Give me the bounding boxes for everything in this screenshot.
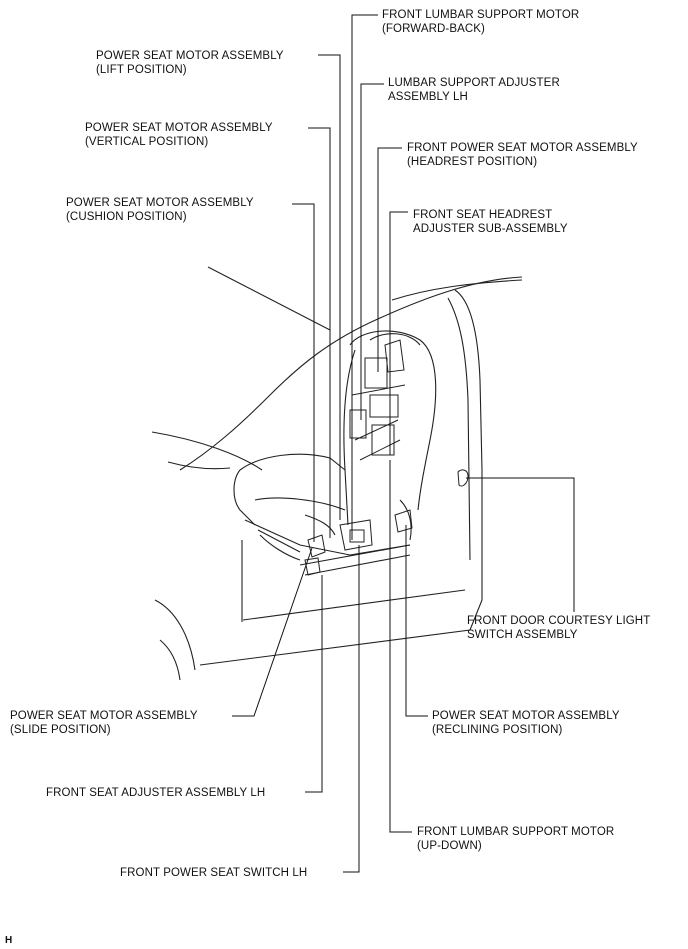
label-seat-adjuster: FRONT SEAT ADJUSTER ASSEMBLY LH (46, 787, 266, 799)
label-lumbar-adjuster: LUMBAR SUPPORT ADJUSTER ASSEMBLY LH (388, 77, 560, 103)
label-vertical-motor: POWER SEAT MOTOR ASSEMBLY (VERTICAL POSI… (85, 122, 273, 148)
leader-lines (232, 14, 575, 873)
seat-frame-mechanism (304, 339, 469, 576)
vehicle-body (151, 266, 523, 681)
label-slide-motor: POWER SEAT MOTOR ASSEMBLY (SLIDE POSITIO… (10, 710, 198, 736)
label-cushion-motor: POWER SEAT MOTOR ASSEMBLY (CUSHION POSIT… (66, 197, 254, 223)
label-lumbar-forward-back-motor: FRONT LUMBAR SUPPORT MOTOR (FORWARD-BACK… (382, 9, 580, 35)
label-lumbar-up-down-motor: FRONT LUMBAR SUPPORT MOTOR (UP-DOWN) (417, 826, 615, 852)
label-lift-motor: POWER SEAT MOTOR ASSEMBLY (LIFT POSITION… (96, 50, 284, 76)
corner-mark: H (5, 935, 13, 946)
label-door-courtesy-switch: FRONT DOOR COURTESY LIGHT SWITCH ASSEMBL… (467, 615, 651, 641)
seat-outline (233, 330, 437, 576)
label-power-seat-switch: FRONT POWER SEAT SWITCH LH (120, 867, 308, 879)
label-headrest-motor: FRONT POWER SEAT MOTOR ASSEMBLY (HEADRES… (407, 142, 638, 168)
label-headrest-adjuster: FRONT SEAT HEADREST ADJUSTER SUB-ASSEMBL… (413, 209, 568, 235)
label-reclining-motor: POWER SEAT MOTOR ASSEMBLY (RECLINING POS… (432, 710, 620, 736)
